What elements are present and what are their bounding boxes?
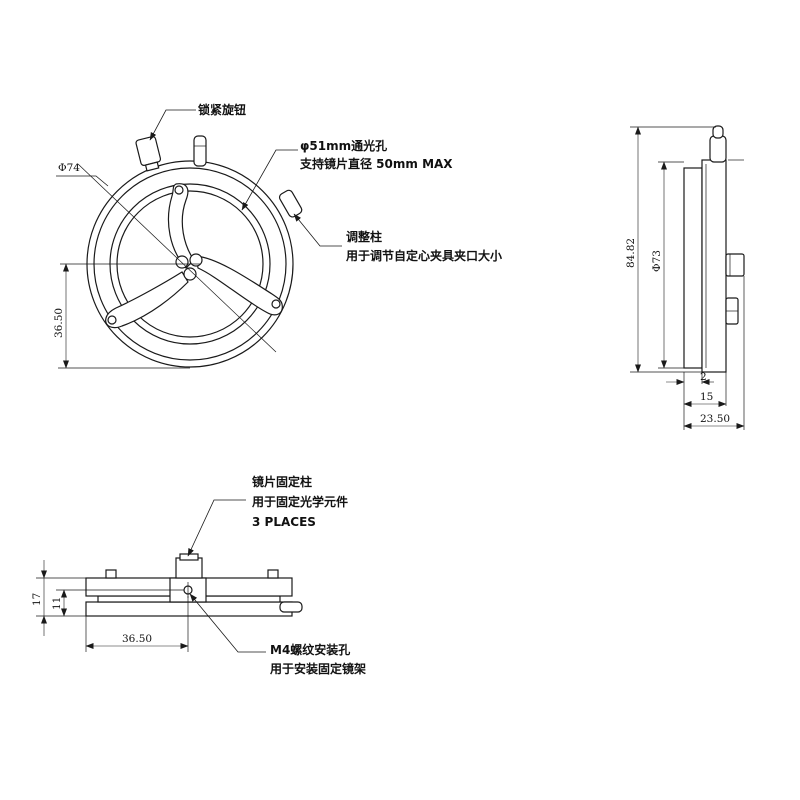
note-aperture-1: φ51mm通光孔	[300, 138, 387, 153]
note-m4-hole-1: M4螺纹安装孔	[270, 642, 350, 657]
note-lens-post-2: 用于固定光学元件	[251, 494, 348, 509]
bottom-view: 17 11 36.50 镜片固定柱 用于固定光学元件 3 PLACES M4螺纹…	[31, 474, 366, 676]
adjust-post-icon	[278, 189, 303, 218]
note-aperture-2: 支持镜片直径 50mm MAX	[299, 156, 453, 171]
side-flange	[683, 167, 703, 369]
note-adjust-post-2: 用于调节自定心夹具夹口大小	[345, 248, 502, 263]
top-post-icon	[193, 135, 207, 167]
side-view: 84.82 Φ73 2 15 23.50	[625, 125, 745, 430]
dim-side-height: 84.82	[625, 238, 637, 268]
dim-side-body: 15	[700, 391, 713, 403]
dim-bottom-hole-offset: 36.50	[122, 633, 152, 645]
note-lens-post-3: 3 PLACES	[252, 515, 316, 529]
note-lens-post-1: 镜片固定柱	[252, 474, 312, 489]
lens-post-icon	[175, 557, 203, 579]
note-m4-hole-2: 用于安装固定镜架	[269, 661, 366, 676]
dim-bottom-hole-height: 11	[51, 597, 63, 610]
dim-side-flange: 2	[700, 371, 707, 383]
clamp-arms	[105, 183, 283, 329]
dim-side-inner-diameter: Φ73	[651, 250, 663, 272]
bottom-base	[85, 601, 293, 617]
dim-bottom-height: 17	[31, 593, 43, 606]
dim-front-center-height: 36.50	[53, 308, 65, 338]
note-adjust-post-1: 调整柱	[346, 229, 382, 244]
dim-side-total: 23.50	[700, 413, 730, 425]
dim-front-diameter: Φ74	[58, 162, 80, 174]
front-view: Φ74 36.50 锁紧旋钮 φ51mm通光孔 支持镜片直径 50mm MAX …	[53, 102, 502, 369]
lock-knob-icon	[135, 135, 162, 172]
side-body	[701, 159, 727, 373]
note-lock-knob: 锁紧旋钮	[198, 102, 246, 117]
